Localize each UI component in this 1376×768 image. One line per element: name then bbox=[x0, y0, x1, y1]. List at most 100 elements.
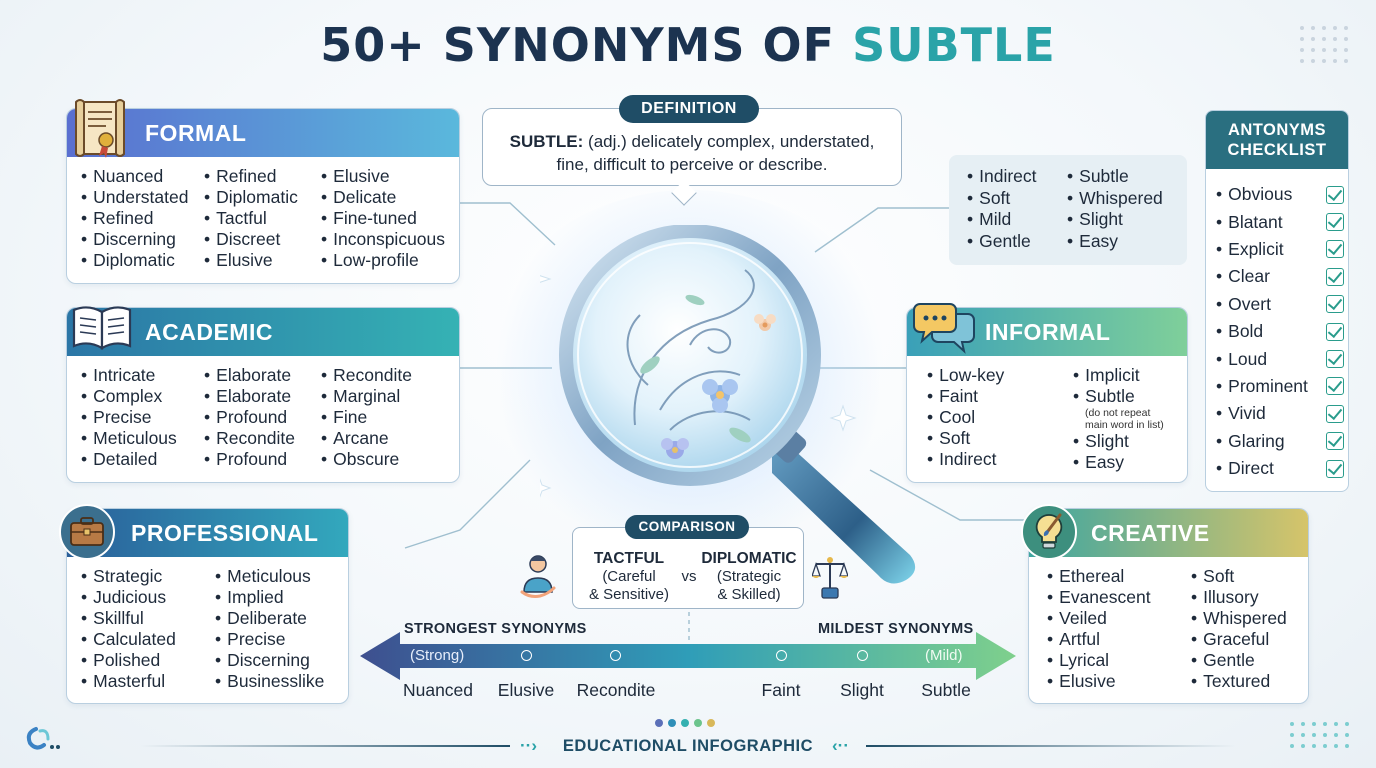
list-item: Faint bbox=[927, 386, 1004, 407]
list-item: Judicious bbox=[81, 587, 176, 608]
list-item: Implicit bbox=[1073, 365, 1164, 386]
scale-mildest-label: MILDEST SYNONYMS bbox=[818, 621, 974, 637]
comparison-pill: COMPARISON bbox=[625, 515, 749, 539]
checkbox-checked-icon bbox=[1326, 350, 1344, 369]
formal-card: FORMAL Nuanced Understated Refined Disce… bbox=[66, 108, 460, 284]
antonym-item: Bold bbox=[1216, 318, 1344, 345]
antonym-label: Explicit bbox=[1216, 239, 1283, 260]
antonym-label: Obvious bbox=[1216, 184, 1292, 205]
list-item: Meticulous bbox=[81, 428, 177, 449]
antonyms-header: ANTONYMS CHECKLIST bbox=[1206, 111, 1348, 169]
list-item: Discerning bbox=[81, 229, 188, 250]
chevron-right-icon: ··› bbox=[520, 736, 537, 755]
open-book-icon bbox=[72, 306, 132, 350]
list-item: Marginal bbox=[321, 386, 412, 407]
list-item: Easy bbox=[1067, 231, 1163, 253]
professional-col-1: Strategic Judicious Skillful Calculated … bbox=[81, 566, 176, 692]
antonym-item: Explicit bbox=[1216, 236, 1344, 263]
list-item: Cool bbox=[927, 407, 1004, 428]
antonym-item: Blatant bbox=[1216, 208, 1344, 235]
academic-col-2: Elaborate Elaborate Profound Recondite P… bbox=[204, 365, 295, 470]
antonyms-checklist: ANTONYMS CHECKLIST Obvious Blatant Expli… bbox=[1205, 110, 1349, 492]
creative-title: CREATIVE bbox=[1091, 519, 1210, 546]
list-item: Low-profile bbox=[321, 250, 445, 271]
list-item: Subtle bbox=[1067, 166, 1163, 188]
list-item: Elaborate bbox=[204, 365, 295, 386]
list-item: Whispered bbox=[1191, 608, 1287, 629]
informal-note-line-1: (do not repeat bbox=[1085, 407, 1151, 419]
list-item: Elusive bbox=[204, 250, 298, 271]
list-item: Profound bbox=[204, 407, 295, 428]
comparison-left-word: TACTFUL bbox=[593, 550, 665, 567]
list-item: Obscure bbox=[321, 449, 412, 470]
list-item: Refined bbox=[81, 208, 188, 229]
academic-col-1: Intricate Complex Precise Meticulous Det… bbox=[81, 365, 177, 470]
list-item: Slight bbox=[1067, 209, 1163, 231]
comparison-right-desc-2: & Skilled) bbox=[717, 586, 781, 603]
list-item: Precise bbox=[81, 407, 177, 428]
list-item: Arcane bbox=[321, 428, 412, 449]
speech-bubbles-icon bbox=[913, 303, 975, 354]
footer-line-left bbox=[140, 745, 510, 747]
definition-pill: DEFINITION bbox=[619, 95, 759, 123]
list-item: Soft bbox=[1191, 566, 1287, 587]
scroll-certificate-icon bbox=[75, 99, 125, 158]
comparison-box: TACTFUL (Careful & Sensitive) vs DIPLOMA… bbox=[572, 527, 804, 609]
list-item: Masterful bbox=[81, 671, 176, 692]
list-item: Calculated bbox=[81, 629, 176, 650]
list-item: Strategic bbox=[81, 566, 176, 587]
creative-col-1: Ethereal Evanescent Veiled Artful Lyrica… bbox=[1047, 566, 1151, 692]
informal-note-line-2: main word in list) bbox=[1085, 419, 1164, 431]
scale-node bbox=[857, 650, 868, 661]
comparison-right-desc-1: (Strategic bbox=[716, 568, 782, 585]
balance-scale-icon bbox=[812, 557, 848, 599]
comparison-left-desc-1: (Careful bbox=[602, 568, 656, 585]
checkbox-checked-icon bbox=[1326, 459, 1344, 478]
informal-col-2: Implicit Subtle (do not repeat main word… bbox=[1073, 365, 1164, 473]
list-item: Inconspicuous bbox=[321, 229, 445, 250]
list-item: Fine-tuned bbox=[321, 208, 445, 229]
page-title: 50+ SYNONYMS OF SUBTLE bbox=[320, 18, 1056, 72]
list-item: Deliberate bbox=[215, 608, 324, 629]
definition-text: (adj.) delicately complex, understated, … bbox=[556, 132, 875, 174]
list-item: Low-key bbox=[927, 365, 1004, 386]
antonym-item: Clear bbox=[1216, 263, 1344, 290]
list-item: Complex bbox=[81, 386, 177, 407]
scale-strong-tag: (Strong) bbox=[410, 647, 465, 664]
list-item: Indirect bbox=[927, 449, 1004, 470]
scale-mild-tag: (Mild) bbox=[925, 647, 963, 664]
antonym-label: Loud bbox=[1216, 349, 1267, 370]
comparison-vs: vs bbox=[681, 568, 697, 585]
antonym-label: Blatant bbox=[1216, 212, 1282, 233]
comparison-left: TACTFUL (Careful & Sensitive) bbox=[581, 550, 677, 604]
list-item: Discreet bbox=[204, 229, 298, 250]
intensity-scale-arrow bbox=[360, 632, 1016, 680]
list-item: Elusive bbox=[1047, 671, 1151, 692]
list-item: Recondite bbox=[321, 365, 412, 386]
scale-word: Slight bbox=[840, 680, 884, 700]
antonym-label: Prominent bbox=[1216, 376, 1308, 397]
checkbox-checked-icon bbox=[1326, 295, 1344, 314]
antonym-item: Vivid bbox=[1216, 400, 1344, 427]
list-item: Mild bbox=[967, 209, 1037, 231]
list-item: Artful bbox=[1047, 629, 1151, 650]
footer-line-right bbox=[866, 745, 1236, 747]
antonym-label: Bold bbox=[1216, 321, 1263, 342]
list-item: Indirect bbox=[967, 166, 1036, 188]
comparison-right: DIPLOMATIC (Strategic & Skilled) bbox=[699, 550, 799, 604]
formal-col-1: Nuanced Understated Refined Discerning D… bbox=[81, 166, 188, 271]
list-item: Diplomatic bbox=[204, 187, 298, 208]
list-item: Profound bbox=[204, 449, 295, 470]
scale-word: Faint bbox=[761, 680, 801, 700]
list-item: Veiled bbox=[1047, 608, 1151, 629]
decorative-logo-icon bbox=[26, 727, 60, 750]
list-item: Nuanced bbox=[81, 166, 188, 187]
list-item: Lyrical bbox=[1047, 650, 1151, 671]
decorative-dots-top-right bbox=[1300, 26, 1348, 63]
antonym-label: Vivid bbox=[1216, 403, 1266, 424]
list-item: Understated bbox=[81, 187, 188, 208]
footer-color-dots bbox=[655, 719, 715, 727]
formal-header: FORMAL bbox=[67, 109, 459, 157]
antonyms-list: Obvious Blatant Explicit Clear Overt Bol… bbox=[1216, 181, 1344, 482]
scale-word: Elusive bbox=[497, 680, 555, 700]
